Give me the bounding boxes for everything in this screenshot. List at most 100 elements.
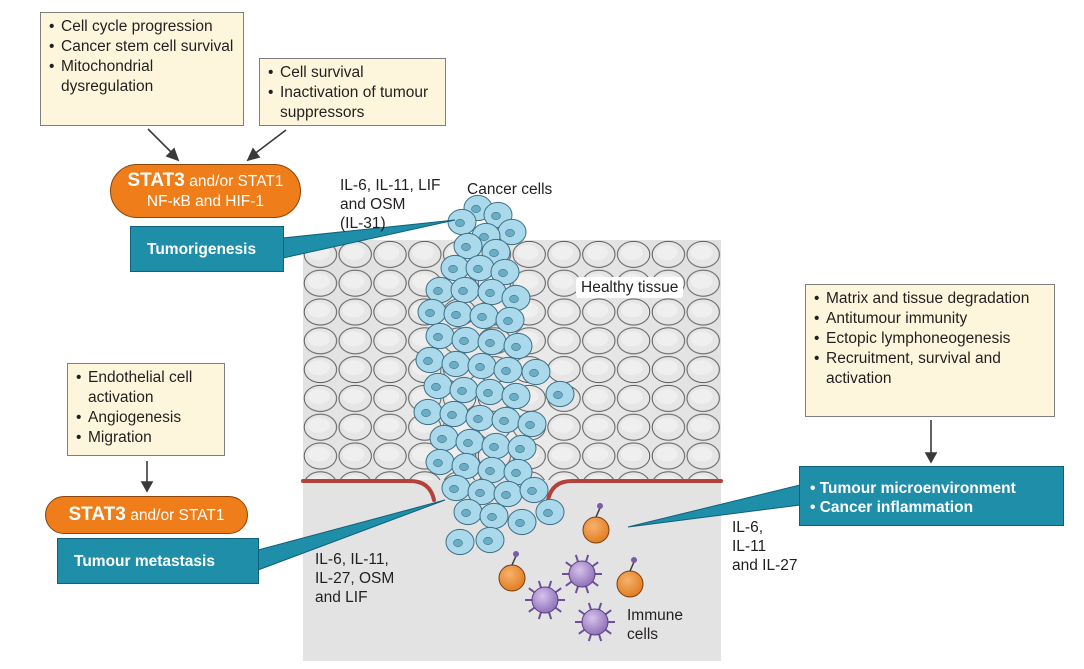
cancer-cell	[449, 376, 479, 404]
stat3-label: STAT3	[68, 504, 126, 525]
cancer-cell	[507, 434, 537, 462]
label-line: and OSM	[340, 196, 406, 213]
immune-cell-purple	[562, 554, 602, 594]
cancer-cell	[475, 526, 505, 554]
label-line: IL-27, OSM	[315, 570, 395, 587]
cancer-cell	[447, 208, 477, 236]
cancer-cell	[413, 398, 443, 426]
healthy-tissue-label: Healthy tissue	[576, 277, 684, 298]
cytokines-right-label: IL-6, IL-11 and IL-27	[732, 518, 798, 575]
cancer-cell	[441, 350, 471, 378]
cancer-cell	[465, 404, 495, 432]
cancer-cell-cluster	[413, 194, 575, 556]
cancer-cell	[451, 326, 481, 354]
cancer-cell	[467, 352, 497, 380]
label-line: Immune	[627, 607, 683, 624]
cancer-cell	[441, 474, 471, 502]
stat3-label: STAT3	[127, 170, 185, 191]
cancer-cell	[455, 428, 485, 456]
box-top-mid: Cell survival Inactivation of tumour sup…	[259, 58, 446, 126]
box-right: Matrix and tissue degradation Antitumour…	[805, 284, 1055, 417]
box-top-left: Cell cycle progression Cancer stem cell …	[40, 12, 244, 126]
cancer-cell	[535, 498, 565, 526]
basement-membrane	[301, 479, 723, 502]
cancer-cell	[453, 498, 483, 526]
cancer-cell	[425, 276, 455, 304]
immune-cell-group	[498, 503, 644, 642]
cancer-cell	[439, 400, 469, 428]
cancer-cell	[495, 306, 525, 334]
immune-cells-label: Immune cells	[627, 606, 683, 644]
cancer-cell	[475, 378, 505, 406]
label-line: IL-6, IL-11, LIF	[340, 177, 441, 194]
cancer-cell	[443, 300, 473, 328]
cancer-cell	[453, 232, 483, 260]
list-item: Antitumour immunity	[814, 309, 1046, 329]
cancer-cell	[503, 332, 533, 360]
cancer-cell	[465, 254, 495, 282]
stat1-label: and/or STAT1	[130, 507, 225, 524]
list-item: Migration	[76, 428, 216, 448]
microenv-item: • Cancer inflammation	[810, 499, 974, 516]
cancer-cell	[490, 258, 520, 286]
cancer-cell	[481, 432, 511, 460]
immune-cell-orange	[616, 557, 644, 598]
label-line: IL-6,	[732, 519, 764, 536]
tumorigenesis-tag: Tumorigenesis	[130, 226, 284, 272]
cancer-cell	[450, 276, 480, 304]
cytokines-top-label: IL-6, IL-11, LIF and OSM (IL-31)	[340, 176, 441, 233]
cytokines-bottom-label: IL-6, IL-11, IL-27, OSM and LIF	[315, 550, 394, 607]
label-line: IL-6, IL-11,	[315, 551, 389, 568]
cancer-cell	[521, 358, 551, 386]
cancer-cell	[501, 284, 531, 312]
immune-cell-purple	[525, 580, 565, 620]
list-item: Matrix and tissue degradation	[814, 289, 1046, 309]
arrow-midleft-head	[140, 481, 154, 493]
cancer-cell	[445, 528, 475, 556]
cancer-cell	[493, 356, 523, 384]
cancer-cells-label: Cancer cells	[467, 181, 553, 198]
cancer-cell	[467, 478, 497, 506]
cancer-cell	[417, 298, 447, 326]
cancer-cell	[477, 328, 507, 356]
list-item: Ectopic lymphoneogenesis	[814, 329, 1046, 349]
cancer-cell	[425, 322, 455, 350]
cancer-cell	[517, 410, 547, 438]
list-item: Cancer stem cell survival	[49, 37, 235, 57]
cancer-cell	[415, 346, 445, 374]
cancer-cell	[423, 372, 453, 400]
cancer-cell	[507, 508, 537, 536]
stat3-pill-top: STAT3 and/or STAT1 NF-κB and HIF-1	[110, 164, 301, 218]
nfkb-label: NF-κB and HIF-1	[146, 193, 265, 210]
list-item: Angiogenesis	[76, 408, 216, 428]
cancer-cell	[440, 254, 470, 282]
arrow-topleft	[147, 128, 175, 156]
label-line: cells	[627, 626, 659, 643]
cancer-cell	[451, 452, 481, 480]
microenv-tag: • Tumour microenvironment • Cancer infla…	[799, 466, 1064, 526]
cancer-cell	[477, 456, 507, 484]
stat1-label: and/or STAT1	[189, 173, 284, 190]
stat3-pill-bottom: STAT3 and/or STAT1	[45, 496, 248, 534]
cancer-cell	[519, 476, 549, 504]
cancer-cell	[545, 380, 575, 408]
cancer-cell	[479, 502, 509, 530]
cancer-cell	[491, 406, 521, 434]
arrow-right-head	[924, 452, 938, 464]
arrows	[140, 128, 938, 493]
immune-cell-purple	[575, 602, 615, 642]
label-line: and LIF	[315, 589, 368, 606]
label-line: (IL-31)	[340, 215, 386, 232]
immune-cell-orange	[582, 503, 610, 544]
cancer-cell	[493, 480, 523, 508]
cancer-cell	[503, 458, 533, 486]
list-item: Endothelial cell activation	[76, 368, 216, 408]
cancer-cell	[477, 278, 507, 306]
list-item: Mitochondrial dysregulation	[49, 57, 235, 97]
arrow-topmid	[252, 129, 287, 156]
cancer-cell	[501, 382, 531, 410]
list-item: Cell survival	[268, 63, 437, 83]
immune-cell-orange	[498, 551, 526, 592]
cancer-cell	[425, 448, 455, 476]
metastasis-tag: Tumour metastasis	[57, 538, 259, 584]
